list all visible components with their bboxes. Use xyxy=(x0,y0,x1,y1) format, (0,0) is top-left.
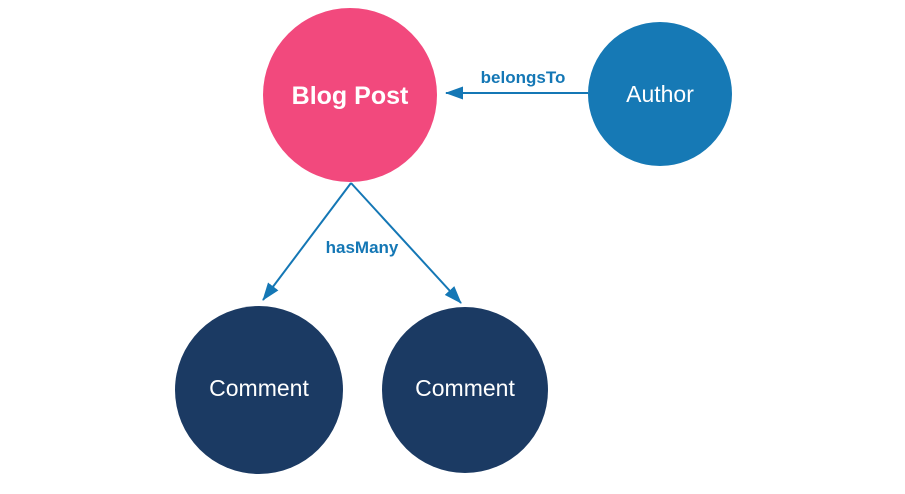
blog-post-circle xyxy=(263,8,437,182)
comment-right-circle xyxy=(382,307,548,473)
author-label: Author xyxy=(626,81,694,107)
node-author: Author xyxy=(588,22,732,166)
node-comment-right: Comment xyxy=(382,307,548,473)
edge-belongs-to: belongsTo xyxy=(445,68,588,100)
has-many-arrow-right xyxy=(350,182,462,304)
has-many-arrow-left xyxy=(262,182,352,301)
blog-post-label: Blog Post xyxy=(292,82,409,110)
has-many-label: hasMany xyxy=(326,238,399,257)
comment-left-circle xyxy=(175,306,343,474)
node-blog-post: Blog Post xyxy=(263,8,437,182)
node-comment-left: Comment xyxy=(175,306,343,474)
belongs-to-label: belongsTo xyxy=(481,68,566,87)
author-circle xyxy=(588,22,732,166)
comment-left-label: Comment xyxy=(209,375,309,401)
edge-has-many: hasMany xyxy=(262,182,462,304)
comment-right-label: Comment xyxy=(415,375,515,401)
